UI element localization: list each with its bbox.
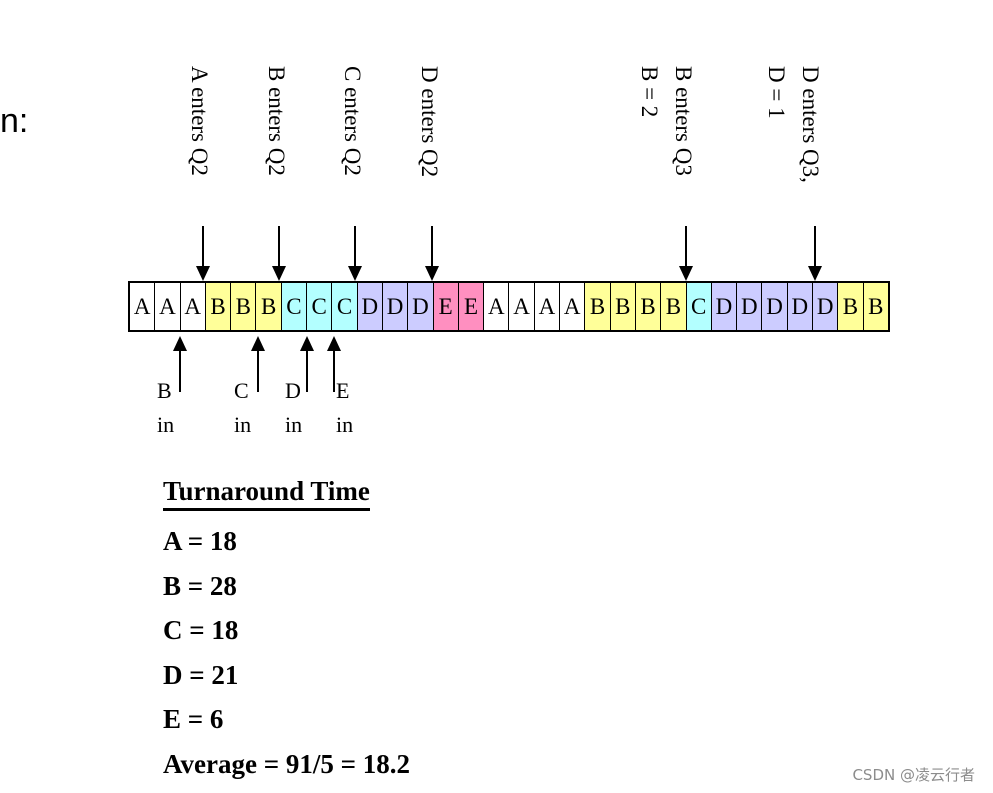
down-arrow-icon: [272, 226, 286, 281]
timeline-cell: D: [737, 283, 763, 330]
timeline-cell: A: [534, 283, 561, 330]
turnaround-row: A = 18: [163, 526, 237, 556]
down-arrow-icon: [425, 226, 439, 281]
up-arrow-icon: [300, 336, 314, 392]
timeline-cell: D: [357, 283, 383, 330]
timeline-cell: B: [585, 283, 611, 330]
down-arrow-icon: [196, 226, 210, 281]
event-label-b-enters-q3: B enters Q3: [671, 66, 696, 176]
timeline-cell: B: [635, 283, 662, 330]
event-label-b-enters-q2: B enters Q2: [264, 66, 289, 176]
timeline-cell: D: [787, 283, 814, 330]
turnaround-row: B = 28: [163, 570, 237, 601]
timeline-cell: B: [661, 283, 687, 330]
timeline-cell: C: [307, 283, 333, 330]
timeline-cell: C: [332, 283, 358, 330]
timeline-cell: D: [408, 283, 434, 330]
watermark: CSDN @凌云行者: [852, 766, 975, 784]
timeline-cell: C: [686, 283, 712, 330]
timeline-cell: D: [762, 283, 788, 330]
up-arrow-icon: [327, 336, 341, 392]
timeline-cell: B: [256, 283, 282, 330]
event-label-a-enters-q2: A enters Q2: [187, 66, 212, 176]
turnaround-row: E = 6: [163, 704, 224, 734]
timeline-cell: B: [863, 283, 888, 330]
timeline-cell: B: [610, 283, 636, 330]
scheduling-timeline: A A A B B B C C C D D D E E A A A A B B …: [128, 281, 890, 332]
timeline-cell: E: [458, 283, 485, 330]
timeline-cell: B: [231, 283, 257, 330]
turnaround-summary: Turnaround Time A = 18 B = 28 C = 18 D =…: [163, 476, 410, 786]
event-label-b-equals-2: B = 2: [637, 66, 662, 118]
cropped-text-fragment: n:: [0, 102, 29, 140]
timeline-cell: A: [130, 283, 156, 330]
timeline-cell: A: [484, 283, 510, 330]
timeline-cell: A: [560, 283, 586, 330]
down-arrow-icon: [348, 226, 362, 281]
timeline-cell: D: [711, 283, 738, 330]
down-arrow-icon: [808, 226, 822, 281]
event-label-c-enters-q2: C enters Q2: [340, 66, 365, 176]
timeline-cell: A: [509, 283, 535, 330]
event-label-d-enters-q3: D enters Q3,: [798, 66, 823, 183]
timeline-cell: B: [838, 283, 864, 330]
up-arrow-icon: [173, 336, 187, 392]
turnaround-row: C = 18: [163, 615, 239, 645]
timeline-cell: E: [433, 283, 459, 330]
turnaround-average: Average = 91/5 = 18.2: [163, 748, 410, 779]
timeline-cell: C: [281, 283, 308, 330]
timeline-cell: B: [205, 283, 232, 330]
turnaround-title: Turnaround Time: [163, 476, 370, 511]
down-arrow-icon: [679, 226, 693, 281]
timeline-cell: A: [180, 283, 206, 330]
timeline-cell: A: [155, 283, 181, 330]
turnaround-row: D = 21: [163, 659, 239, 690]
timeline-cell: D: [813, 283, 839, 330]
up-arrow-icon: [251, 336, 265, 392]
event-label-d-enters-q2: D enters Q2: [417, 66, 442, 178]
timeline-cell: D: [382, 283, 409, 330]
event-label-d-equals-1: D = 1: [764, 66, 789, 119]
